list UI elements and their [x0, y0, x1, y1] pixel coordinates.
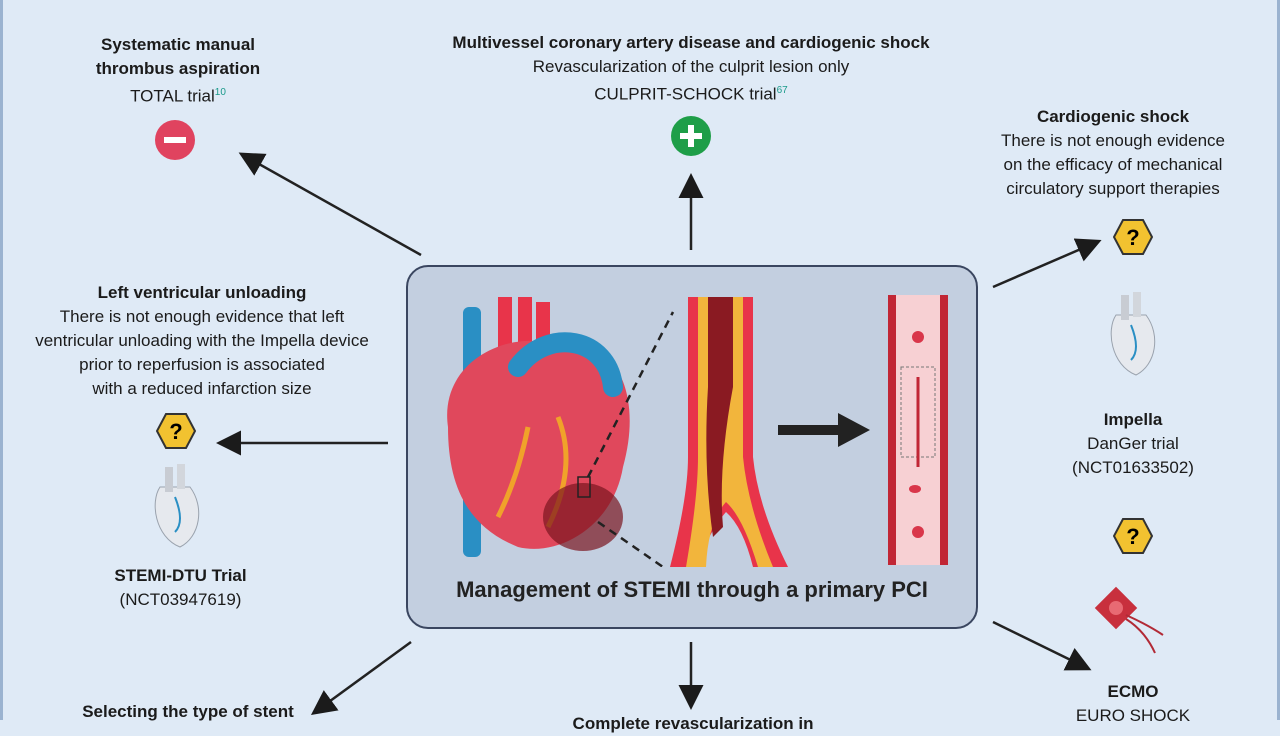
node-title: Complete revascularization in — [572, 714, 814, 733]
svg-text:?: ? — [1126, 225, 1139, 250]
question-hex-icon: ? — [1113, 518, 1153, 554]
node-text: prior to reperfusion is associated — [79, 355, 325, 374]
node-title: Left ventricular unloading — [97, 283, 307, 302]
heart-impella-icon — [154, 464, 200, 548]
central-title: Management of STEMI through a primary PC… — [456, 577, 928, 602]
node-text: Revascularization of the culprit lesion … — [532, 57, 850, 76]
plus-icon — [671, 116, 711, 156]
node-text: with a reduced infarction size — [92, 379, 312, 398]
node-thrombus: Systematic manual thrombus aspiration TOT… — [63, 33, 293, 109]
question-hex-icon: ? — [1113, 219, 1153, 255]
node-title: Impella — [1103, 410, 1163, 429]
trial-name: TOTAL trial — [130, 86, 215, 106]
trial-name: EURO SHOCK — [1075, 706, 1191, 725]
node-complete-revascularization: Complete revascularization in — [493, 712, 893, 736]
ecmo-device-icon — [1094, 586, 1164, 654]
node-stemi-dtu: STEMI-DTU Trial (NCT03947619) — [63, 564, 298, 612]
node-title: thrombus aspiration — [95, 59, 261, 78]
node-title: Selecting the type of stent — [82, 702, 294, 721]
trial-name: CULPRIT-SCHOCK trial — [594, 84, 777, 104]
node-text: ventricular unloading with the Impella d… — [35, 331, 369, 350]
node-title: ECMO — [1107, 682, 1159, 701]
trial-line: TOTAL trial10 — [63, 81, 293, 109]
trial-name: DanGer trial — [1087, 434, 1179, 453]
reference-number: 67 — [776, 85, 788, 96]
arrow-shock — [992, 238, 1102, 289]
arrow-ecmo — [992, 620, 1092, 671]
svg-text:?: ? — [169, 419, 182, 444]
arrows-layer — [216, 152, 1102, 715]
node-text: There is not enough evidence that left — [59, 307, 345, 326]
trial-id: (NCT01633502) — [1072, 458, 1194, 477]
trial-id: (NCT03947619) — [119, 590, 242, 609]
node-ecmo: ECMO EURO SHOCK — [1013, 680, 1253, 728]
node-title: Systematic manual — [100, 35, 255, 54]
heart-artery-illustration — [447, 295, 948, 567]
reference-number: 10 — [214, 87, 226, 98]
node-title: Multivessel coronary artery disease and … — [452, 33, 930, 52]
minus-icon — [155, 120, 195, 160]
heart-impella-icon — [1110, 292, 1156, 376]
question-hex-icon: ? — [156, 413, 196, 449]
trial-line: CULPRIT-SCHOCK trial67 — [403, 79, 979, 107]
node-text: circulatory support therapies — [1006, 179, 1220, 198]
svg-text:?: ? — [1126, 524, 1139, 549]
node-multivessel: Multivessel coronary artery disease and … — [403, 31, 979, 107]
node-text: There is not enough evidence — [1001, 131, 1225, 150]
arrow-stent — [310, 640, 412, 715]
node-stent-type: Selecting the type of stent — [43, 700, 333, 724]
trial-name: STEMI-DTU Trial — [114, 566, 247, 585]
node-text: on the efficacy of mechanical — [1003, 155, 1223, 174]
node-title: Cardiogenic shock — [1036, 107, 1190, 126]
central-panel: Management of STEMI through a primary PC… — [406, 265, 978, 629]
arrow-thrombus — [238, 152, 422, 257]
